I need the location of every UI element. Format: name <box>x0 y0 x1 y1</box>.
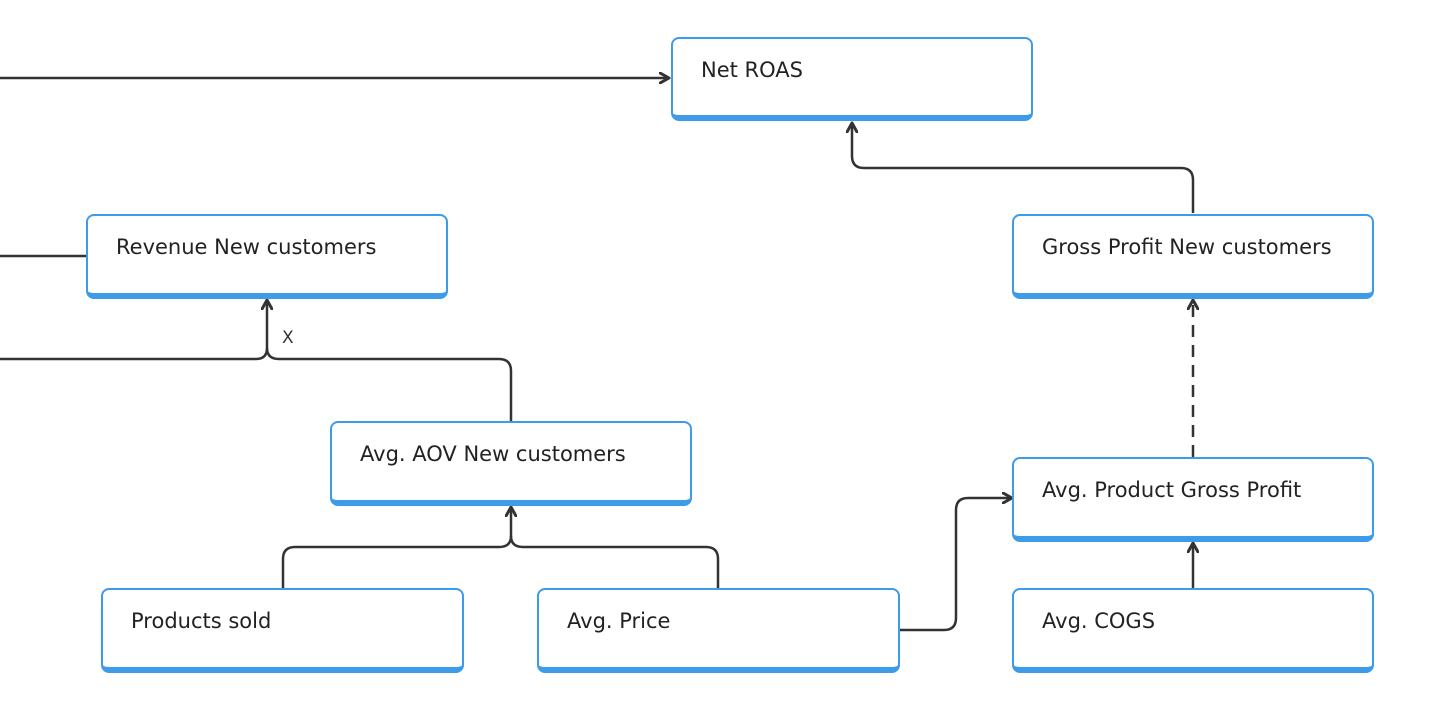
node-avg-price[interactable]: Avg. Price <box>537 588 900 673</box>
connector-aov-to-revenue <box>265 347 513 421</box>
node-products-sold[interactable]: Products sold <box>101 588 464 673</box>
connector-gross-profit-to-net-roas <box>852 124 1195 213</box>
connector-products-sold-to-aov <box>281 508 511 588</box>
node-avg-cogs[interactable]: Avg. COGS <box>1012 588 1374 673</box>
node-avg-cogs-label: Avg. COGS <box>1042 609 1156 633</box>
node-revenue-new-customers[interactable]: Revenue New customers <box>86 214 448 299</box>
node-avg-product-gross-profit-label: Avg. Product Gross Profit <box>1042 478 1302 502</box>
node-avg-price-label: Avg. Price <box>567 609 671 633</box>
connector-avg-price-to-aov <box>509 535 720 588</box>
node-products-sold-label: Products sold <box>131 609 272 633</box>
connector-avg-price-to-product-gp <box>900 498 1011 632</box>
node-avg-product-gross-profit[interactable]: Avg. Product Gross Profit <box>1012 457 1374 542</box>
node-avg-aov-new-customers[interactable]: Avg. AOV New customers <box>330 421 692 506</box>
edge-label-multiply: X <box>282 328 294 348</box>
node-net-roas[interactable]: Net ROAS <box>671 37 1033 121</box>
node-gross-profit-new-customers-label: Gross Profit New customers <box>1042 235 1332 259</box>
node-revenue-new-customers-label: Revenue New customers <box>116 235 377 259</box>
node-net-roas-label: Net ROAS <box>701 58 803 82</box>
connector-left-to-revenue <box>0 301 267 361</box>
node-gross-profit-new-customers[interactable]: Gross Profit New customers <box>1012 214 1374 299</box>
node-avg-aov-new-customers-label: Avg. AOV New customers <box>360 442 626 466</box>
